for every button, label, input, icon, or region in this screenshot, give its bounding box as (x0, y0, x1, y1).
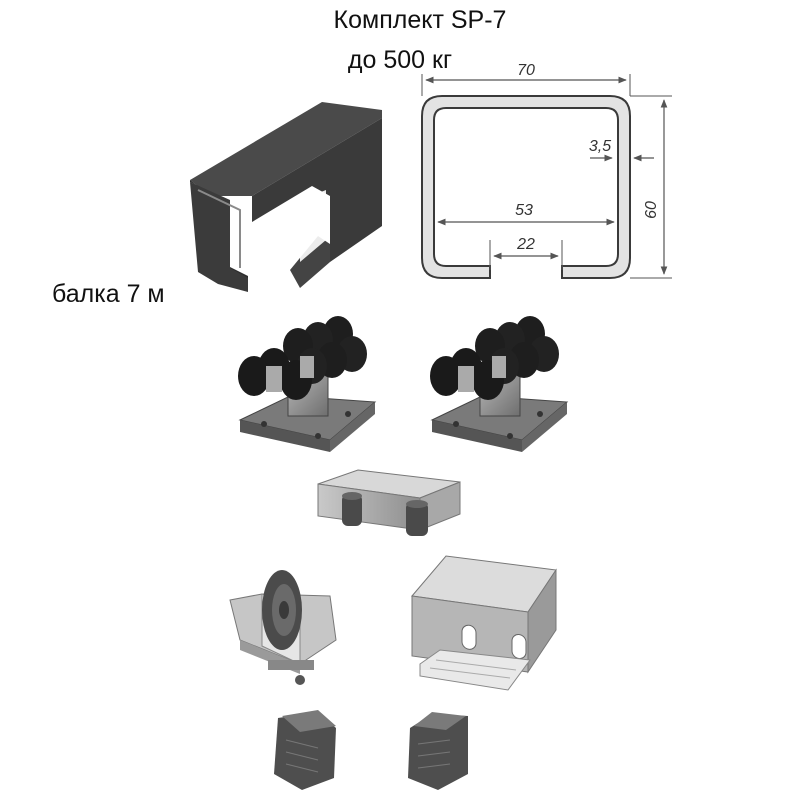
end-cap-left (274, 710, 336, 790)
height-dimension: 60 (643, 201, 660, 219)
profile-cross-section: 70 60 3,5 53 22 (421, 62, 672, 279)
inner-width-dimension: 53 (515, 202, 533, 219)
end-roller (229, 570, 337, 685)
kit-title: Комплект SP-7 (333, 6, 507, 34)
c-profile-beam (190, 102, 382, 292)
end-cap-right (408, 712, 468, 790)
beam-length-label: балка 7 м (52, 280, 165, 308)
width-dimension: 70 (517, 62, 535, 79)
upper-guide-bracket (317, 469, 461, 536)
slot-width-dimension: 22 (516, 236, 535, 253)
roller-carriage-right (430, 316, 569, 452)
load-capacity: до 500 кг (347, 46, 453, 74)
thickness-dimension: 3,5 (589, 138, 611, 155)
catcher (411, 555, 557, 691)
roller-carriage-left (238, 316, 377, 452)
